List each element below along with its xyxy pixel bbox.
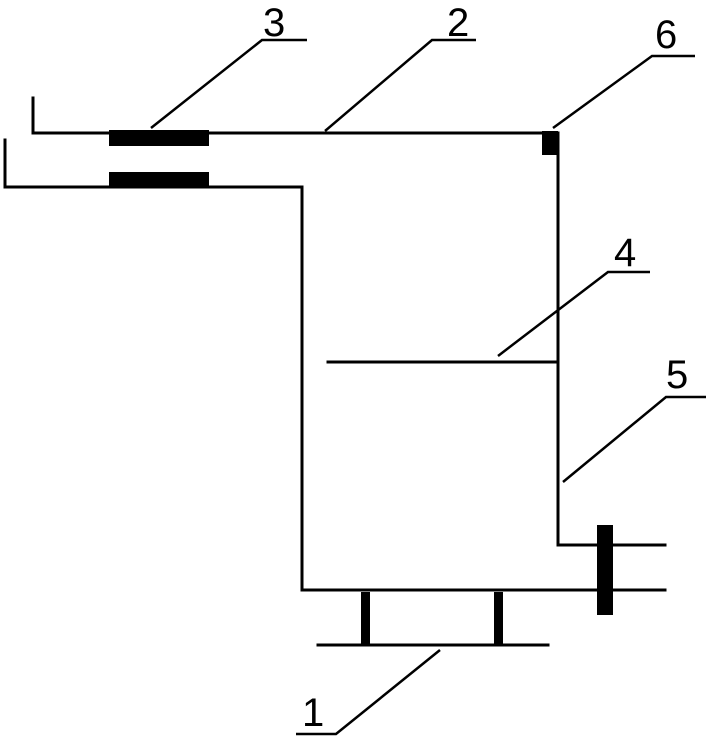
flange-upper <box>109 130 209 146</box>
lower-pipe-vessel-wall <box>3 138 667 592</box>
label-5: 5 <box>666 353 688 397</box>
upper-pipe <box>31 96 667 547</box>
label-3: 3 <box>263 1 285 45</box>
label-2: 2 <box>447 1 469 45</box>
label-1: 1 <box>302 691 324 735</box>
label-4: 4 <box>614 231 636 275</box>
flange-lower <box>109 172 209 188</box>
label-6: 6 <box>655 13 677 57</box>
leader-lines <box>150 38 706 736</box>
outlet-flange <box>597 525 613 615</box>
left-flange-pair <box>109 130 209 188</box>
corner-block <box>542 131 558 155</box>
base-support <box>316 592 550 647</box>
